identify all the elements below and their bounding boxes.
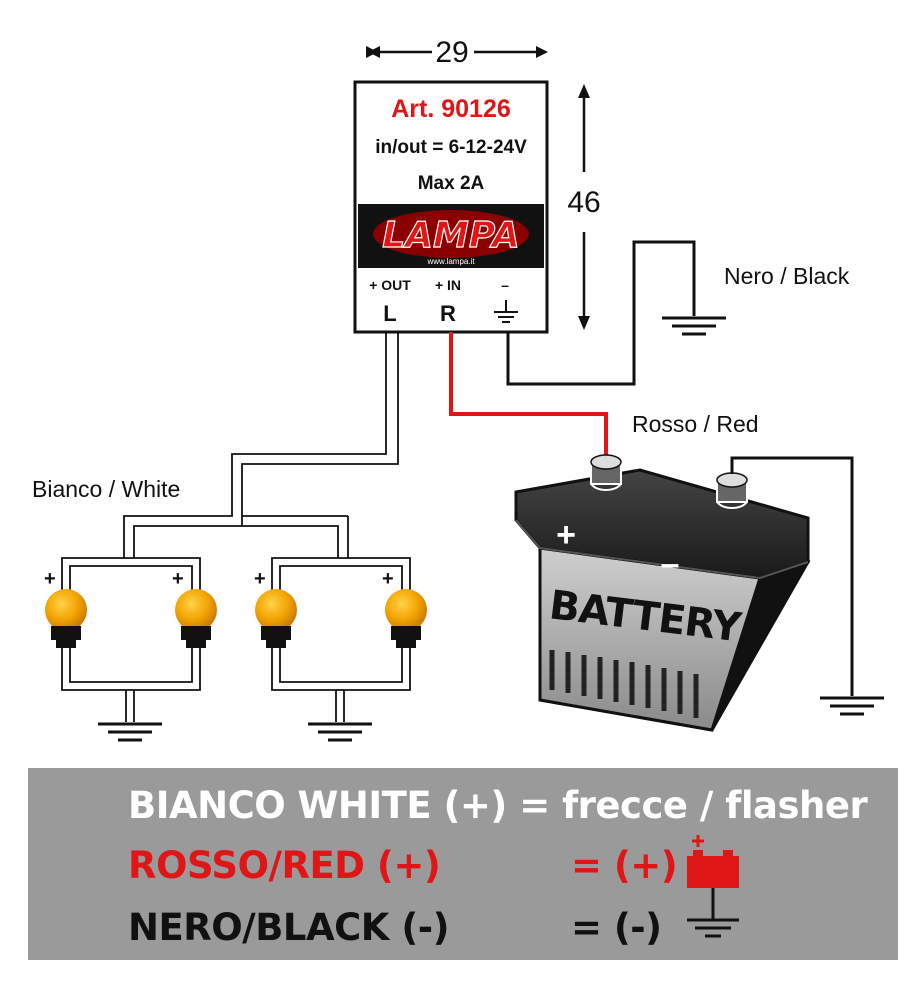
terminal-in-label: + IN bbox=[435, 277, 461, 293]
terminal-l: L bbox=[383, 301, 396, 326]
battery-plus: + bbox=[556, 516, 576, 554]
legend-red-label: ROSSO/RED (+) bbox=[128, 844, 441, 887]
lamp-1 bbox=[45, 589, 87, 648]
height-dim-label: 46 bbox=[567, 186, 600, 219]
color-legend: BIANCO WHITE (+) = frecce / flasher ROSS… bbox=[28, 768, 898, 960]
legend-black-eq: = (-) bbox=[571, 906, 662, 949]
lamp-4 bbox=[385, 589, 427, 648]
lamp-3-plus: + bbox=[254, 568, 266, 590]
terminal-ground-icon bbox=[494, 300, 518, 323]
white-wire: Bianco / White bbox=[32, 332, 399, 558]
battery-minus: – bbox=[661, 545, 680, 583]
current-spec: Max 2A bbox=[418, 173, 485, 194]
lampa-logo: LAMPA www.lampa.it bbox=[373, 210, 529, 266]
battery-icon bbox=[687, 835, 739, 888]
width-dim-label: 29 bbox=[435, 36, 468, 69]
voltage-spec: in/out = 6-12-24V bbox=[375, 137, 527, 158]
lamp-3 bbox=[255, 589, 297, 648]
battery-negative-wire bbox=[730, 456, 886, 716]
lamp-circuits bbox=[61, 557, 411, 722]
lamp-ground-left bbox=[96, 722, 164, 742]
wiring-diagram: 29 46 Art. 90126 in/out = 6-12-24V Max 2… bbox=[32, 36, 886, 742]
width-dimension: 29 bbox=[366, 36, 548, 69]
height-dimension: 46 bbox=[567, 84, 601, 330]
article-number: Art. 90126 bbox=[391, 95, 511, 123]
terminal-r: R bbox=[440, 301, 456, 326]
white-wire-label: Bianco / White bbox=[32, 476, 180, 502]
ground-icon bbox=[687, 888, 739, 938]
terminal-ground-label: – bbox=[501, 277, 509, 293]
logo-url: www.lampa.it bbox=[426, 257, 475, 266]
lamp-ground-right bbox=[306, 722, 374, 742]
flasher-module: Art. 90126 in/out = 6-12-24V Max 2A LAMP… bbox=[353, 80, 549, 334]
terminal-out-label: + OUT bbox=[369, 277, 411, 293]
legend-red-eq: = (+) bbox=[571, 844, 678, 887]
lamp-1-plus: + bbox=[44, 568, 56, 590]
battery: + – BATTERY bbox=[514, 454, 811, 732]
red-wire: Rosso / Red bbox=[449, 332, 759, 462]
lamp-4-plus: + bbox=[382, 568, 394, 590]
lamp-2-plus: + bbox=[172, 568, 184, 590]
black-wire-label: Nero / Black bbox=[724, 263, 850, 289]
red-wire-label: Rosso / Red bbox=[632, 411, 759, 437]
legend-white-text: BIANCO WHITE (+) = frecce / flasher bbox=[128, 784, 868, 827]
legend-black-label: NERO/BLACK (-) bbox=[128, 906, 450, 949]
logo-text: LAMPA bbox=[382, 215, 520, 256]
black-wire: Nero / Black bbox=[506, 240, 850, 386]
lamp-2 bbox=[175, 589, 217, 648]
